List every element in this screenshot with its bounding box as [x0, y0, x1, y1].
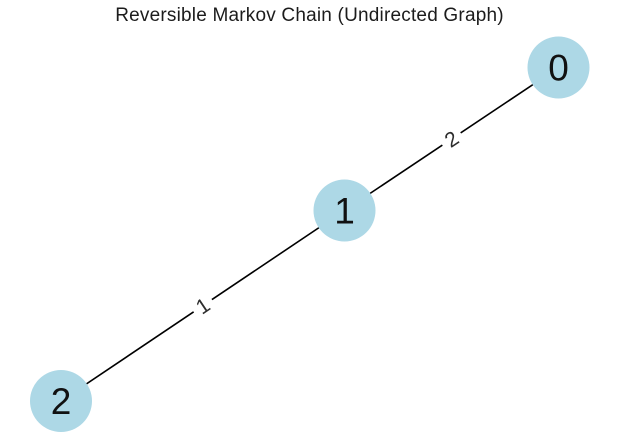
edge-group — [60, 66, 560, 402]
node-0-circle — [527, 36, 590, 99]
node-1-label: 1 — [334, 190, 355, 231]
node-2-circle — [30, 370, 92, 432]
node-2-label: 2 — [51, 381, 72, 422]
edge-label-0-1-box — [437, 124, 466, 154]
node-1-circle — [313, 179, 376, 242]
edge-label-1-2: 1 — [188, 291, 218, 321]
node-group: 0 1 2 — [30, 36, 590, 432]
node-0-label: 0 — [548, 47, 569, 88]
figure-title: Reversible Markov Chain (Undirected Grap… — [115, 5, 504, 26]
edge-label-0-1: 2 — [437, 124, 466, 154]
edge-label-1-2-box — [188, 291, 218, 321]
